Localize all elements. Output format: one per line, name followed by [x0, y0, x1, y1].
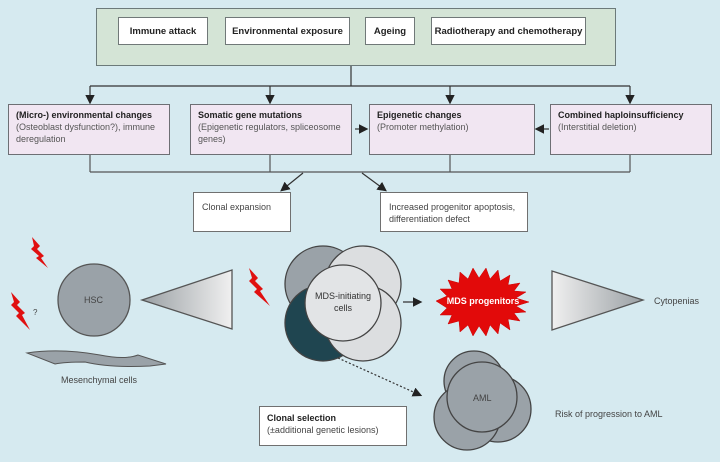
- question-mark-label: ?: [33, 308, 38, 317]
- expansion-triangle: [139, 269, 233, 330]
- aml-cluster: [433, 350, 532, 451]
- clonal-selection-arrow: [337, 357, 423, 397]
- cause-ageing: Ageing: [365, 17, 415, 45]
- aml-label: AML: [473, 393, 492, 403]
- mechanism-title: Epigenetic changes: [377, 110, 462, 120]
- mds-progenitors-label: MDS progenitors: [446, 296, 520, 306]
- mechanism-title: Combined haploinsufficiency: [558, 110, 684, 120]
- mesenchymal-cell-shape: [25, 350, 167, 367]
- cytopenias-triangle: [551, 270, 646, 331]
- lightning-icon: [11, 292, 30, 330]
- cytopenias-label: Cytopenias: [654, 296, 700, 306]
- mechanism-epigenetic: Epigenetic changes (Promoter methylation…: [369, 104, 535, 155]
- mechanism-title: (Micro-) environmental changes: [16, 110, 153, 120]
- mechanism-environmental: (Micro-) environmental changes (Osteobla…: [8, 104, 170, 155]
- mds-initiating-label: MDS-initiating cells: [314, 291, 372, 313]
- lightning-icon: [249, 268, 270, 306]
- outcome-apoptosis: Increased progenitor apoptosis, differen…: [380, 192, 528, 232]
- mechanism-somatic-mutations: Somatic gene mutations (Epigenetic regul…: [190, 104, 352, 155]
- cause-radiotherapy: Radiotherapy and chemotherapy: [431, 17, 586, 45]
- lightning-icon: [31, 237, 48, 268]
- cause-immune-attack: Immune attack: [118, 17, 208, 45]
- mechanism-subtitle: (Osteoblast dysfunction?), immune deregu…: [16, 122, 156, 144]
- mds-progenitors-starburst: [435, 267, 530, 337]
- mechanism-haploinsufficiency: Combined haploinsufficiency (Interstitia…: [550, 104, 712, 155]
- mds-initiating-cluster: [284, 245, 402, 362]
- clonal-selection-box: Clonal selection (±additional genetic le…: [259, 406, 407, 446]
- outcome-clonal-expansion: Clonal expansion: [193, 192, 291, 232]
- mesenchymal-label: Mesenchymal cells: [61, 375, 138, 385]
- mechanism-connector: [89, 155, 631, 192]
- mechanism-subtitle: (Epigenetic regulators, spliceosome gene…: [198, 122, 341, 144]
- clonal-selection-title: Clonal selection: [267, 413, 337, 423]
- cause-connector: [85, 66, 635, 134]
- mechanism-subtitle: (Promoter methylation): [377, 122, 469, 132]
- hsc-cell: [57, 263, 131, 337]
- mechanism-subtitle: (Interstitial deletion): [558, 122, 637, 132]
- aml-risk-label: Risk of progression to AML: [555, 409, 663, 419]
- hsc-label: HSC: [84, 295, 104, 305]
- mechanism-title: Somatic gene mutations: [198, 110, 303, 120]
- clonal-selection-subtitle: (±additional genetic lesions): [267, 425, 379, 435]
- cause-environmental-exposure: Environmental exposure: [225, 17, 350, 45]
